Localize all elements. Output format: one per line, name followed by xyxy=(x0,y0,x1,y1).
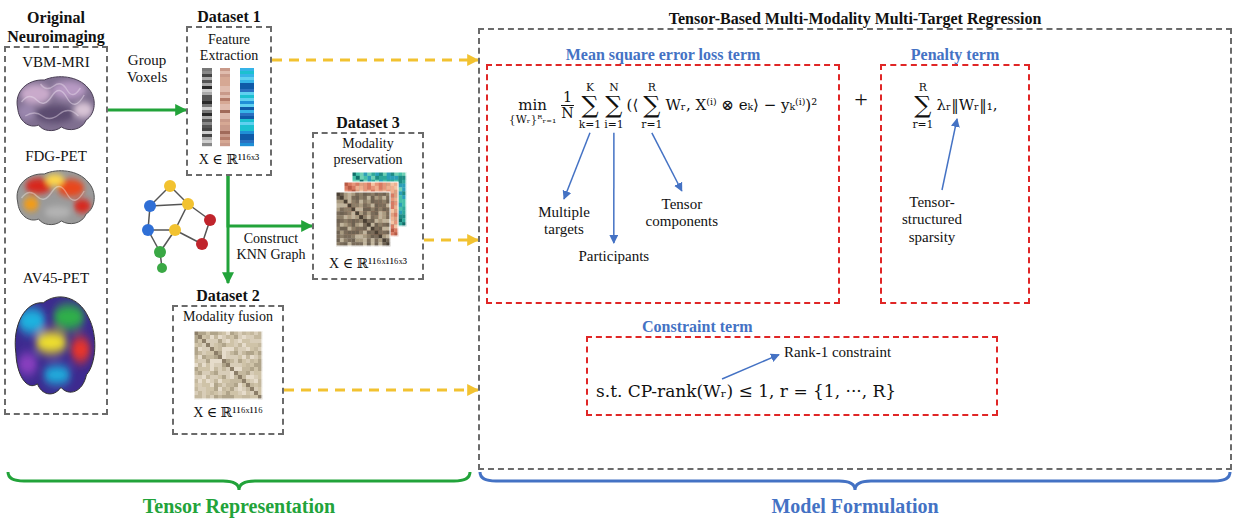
input-arrow xyxy=(424,239,478,242)
red-dashed-frame: Rank-1 constraint s.t. CP-rank(Wᵣ) ≤ 1, r… xyxy=(586,336,998,416)
dataset-box: Dataset 3 Modality preservation X ∈ ℝ¹¹⁶ˣ¹… xyxy=(312,110,424,280)
fdg-pet-brain xyxy=(12,168,99,230)
annotation-label: Tensor-structured sparsity xyxy=(890,194,974,246)
formula-term: 1 xyxy=(561,90,574,106)
dashed-dataset-frame: Feature Extraction X ∈ ℝ¹¹⁶ˣ³ xyxy=(186,26,272,176)
node-heading: Mean square error loss term xyxy=(486,38,840,64)
knn-graph-icon xyxy=(142,180,216,273)
constraint-formula: s.t. CP-rank(Wᵣ) ≤ 1, r = {1, ···, R} xyxy=(596,382,896,402)
section-brace xyxy=(480,472,1230,490)
input-arrow xyxy=(284,389,478,392)
mri-brain xyxy=(12,74,99,136)
annotation-arrow xyxy=(652,133,682,191)
formula-term: N xyxy=(559,106,575,121)
formula-term: r=1 xyxy=(912,119,933,130)
flow-arrow xyxy=(227,176,230,283)
formula-frac: 1N xyxy=(559,90,575,121)
formula-term: K xyxy=(586,82,594,93)
formula-term: min xyxy=(518,98,547,114)
annotation-label: Participants xyxy=(578,248,649,265)
annotation-label: Rank-1 constraint xyxy=(784,344,891,361)
formula-one: (⟨ xyxy=(627,98,639,114)
formula-lim: N∑i=1 xyxy=(604,82,623,130)
model-box: Tensor-Based Multi-Modality Multi-Target… xyxy=(478,4,1232,470)
edge-label: Construct KNN Graph xyxy=(232,231,310,263)
formula-one: Wᵣ, X⁽ⁱ⁾ ⊗ eₖ⟩ − yₖ⁽ⁱ⁾)² xyxy=(665,98,817,114)
plus-sign: + xyxy=(846,86,876,114)
flow-arrow xyxy=(228,176,312,226)
annotation-label: Multiple targets xyxy=(531,204,597,239)
section-brace xyxy=(8,472,470,490)
dashed-dataset-frame: Modality fusion X ∈ ℝ¹¹⁶ˣ¹¹⁶ xyxy=(172,305,284,435)
formula: min{Wᵣ}ᴿᵣ₌₁1NK∑k=1N∑i=1(⟨R∑r=1Wᵣ, X⁽ⁱ⁾ ⊗… xyxy=(492,82,834,130)
av45-pet-brain xyxy=(10,292,100,404)
red-dashed-frame: Tensor-structured sparsity R∑r=1λᵣ‖Wᵣ‖₁, xyxy=(880,64,1030,304)
section-label: Tensor Representation xyxy=(19,495,459,518)
annotation-arrow xyxy=(564,133,590,199)
dataset-box: Dataset 2 Modality fusion X ∈ ℝ¹¹⁶ˣ¹¹⁶ xyxy=(172,283,284,435)
annotation-label: Tensor components xyxy=(640,196,724,231)
annotation-arrow xyxy=(722,355,779,379)
loss-term-box: Mean square error loss termMultiple targ… xyxy=(486,38,840,304)
node-heading: Tensor-Based Multi-Modality Multi-Target… xyxy=(478,4,1232,28)
tensor-dimension: X ∈ ℝ¹¹⁶ˣ³ xyxy=(188,152,270,168)
annotation-arrow xyxy=(613,133,615,243)
formula-lim: R∑r=1 xyxy=(912,82,933,130)
tensor-dimension: X ∈ ℝ¹¹⁶ˣ¹¹⁶ xyxy=(174,405,282,421)
formula-term: N xyxy=(609,82,618,93)
formula-lim: R∑r=1 xyxy=(641,82,662,130)
input-arrow xyxy=(272,59,478,62)
node-heading: Dataset 3 xyxy=(312,110,424,132)
formula-term: ∑ xyxy=(914,93,931,118)
dataset-description: Modality fusion xyxy=(174,309,282,325)
dataset-description: Feature Extraction xyxy=(188,32,270,64)
constraint-term-box: Constraint termRank-1 constraint s.t. CP-… xyxy=(586,312,998,416)
formula-term: {Wᵣ}ᴿᵣ₌₁ xyxy=(509,114,556,125)
flow-arrow xyxy=(108,109,186,112)
node-heading: Dataset 1 xyxy=(186,4,272,26)
dashed-dataset-frame: Modality preservation X ∈ ℝ¹¹⁶ˣ¹¹⁶ˣ³ xyxy=(312,132,424,280)
formula-term: R xyxy=(919,82,927,93)
formula: R∑r=1λᵣ‖Wᵣ‖₁, xyxy=(886,82,1024,130)
edge-label: Group Voxels xyxy=(116,52,178,87)
formula-term: r=1 xyxy=(641,119,662,130)
formula-term: k=1 xyxy=(579,119,601,130)
section-label: Model Formulation xyxy=(635,495,1075,518)
modality-label: FDG-PET xyxy=(6,148,106,165)
formula-term: (⟨ xyxy=(627,98,639,114)
formula-one: λᵣ‖Wᵣ‖₁, xyxy=(936,98,997,114)
red-dashed-frame: Multiple targetsParticipants Tensor compo… xyxy=(486,64,840,304)
node-heading: Dataset 2 xyxy=(172,283,284,305)
dataset-box: Dataset 1 Feature Extraction X ∈ ℝ¹¹⁶ˣ³ xyxy=(186,4,272,176)
formula-term: R xyxy=(648,82,656,93)
fusion-matrix xyxy=(194,331,262,399)
annotation-arrow xyxy=(942,119,957,190)
formula-term: ∑ xyxy=(643,93,660,118)
formula-term: ∑ xyxy=(605,93,622,118)
modality-label: VBM-MRI xyxy=(6,54,106,71)
dashed-group-frame: VBM-MRI FDG-PET AV45-PET xyxy=(4,46,108,415)
feature-bars xyxy=(202,68,254,146)
node-heading: Penalty term xyxy=(880,38,1030,64)
formula-term: ∑ xyxy=(581,93,598,118)
dataset-description: Modality preservation xyxy=(314,136,422,168)
formula-term: λᵣ‖Wᵣ‖₁, xyxy=(936,98,997,114)
dashed-model-frame: +Mean square error loss termMultiple tar… xyxy=(478,28,1232,470)
modality-label: AV45-PET xyxy=(6,270,106,287)
node-heading: Original Neuroimaging xyxy=(4,4,108,46)
penalty-term-box: Penalty termTensor-structured sparsity R∑… xyxy=(880,38,1030,304)
modality-matrix xyxy=(336,192,390,246)
tensor-dimension: X ∈ ℝ¹¹⁶ˣ¹¹⁶ˣ³ xyxy=(314,256,422,272)
formula-lim: K∑k=1 xyxy=(579,82,601,130)
modality-group: Original NeuroimagingVBM-MRI FDG-PET AV45-… xyxy=(4,4,108,415)
formula-under: min{Wᵣ}ᴿᵣ₌₁ xyxy=(509,86,556,125)
formula-term: i=1 xyxy=(604,119,623,130)
node-heading: Constraint term xyxy=(586,312,998,336)
formula-term: Wᵣ, X⁽ⁱ⁾ ⊗ eₖ⟩ − yₖ⁽ⁱ⁾)² xyxy=(665,98,817,114)
